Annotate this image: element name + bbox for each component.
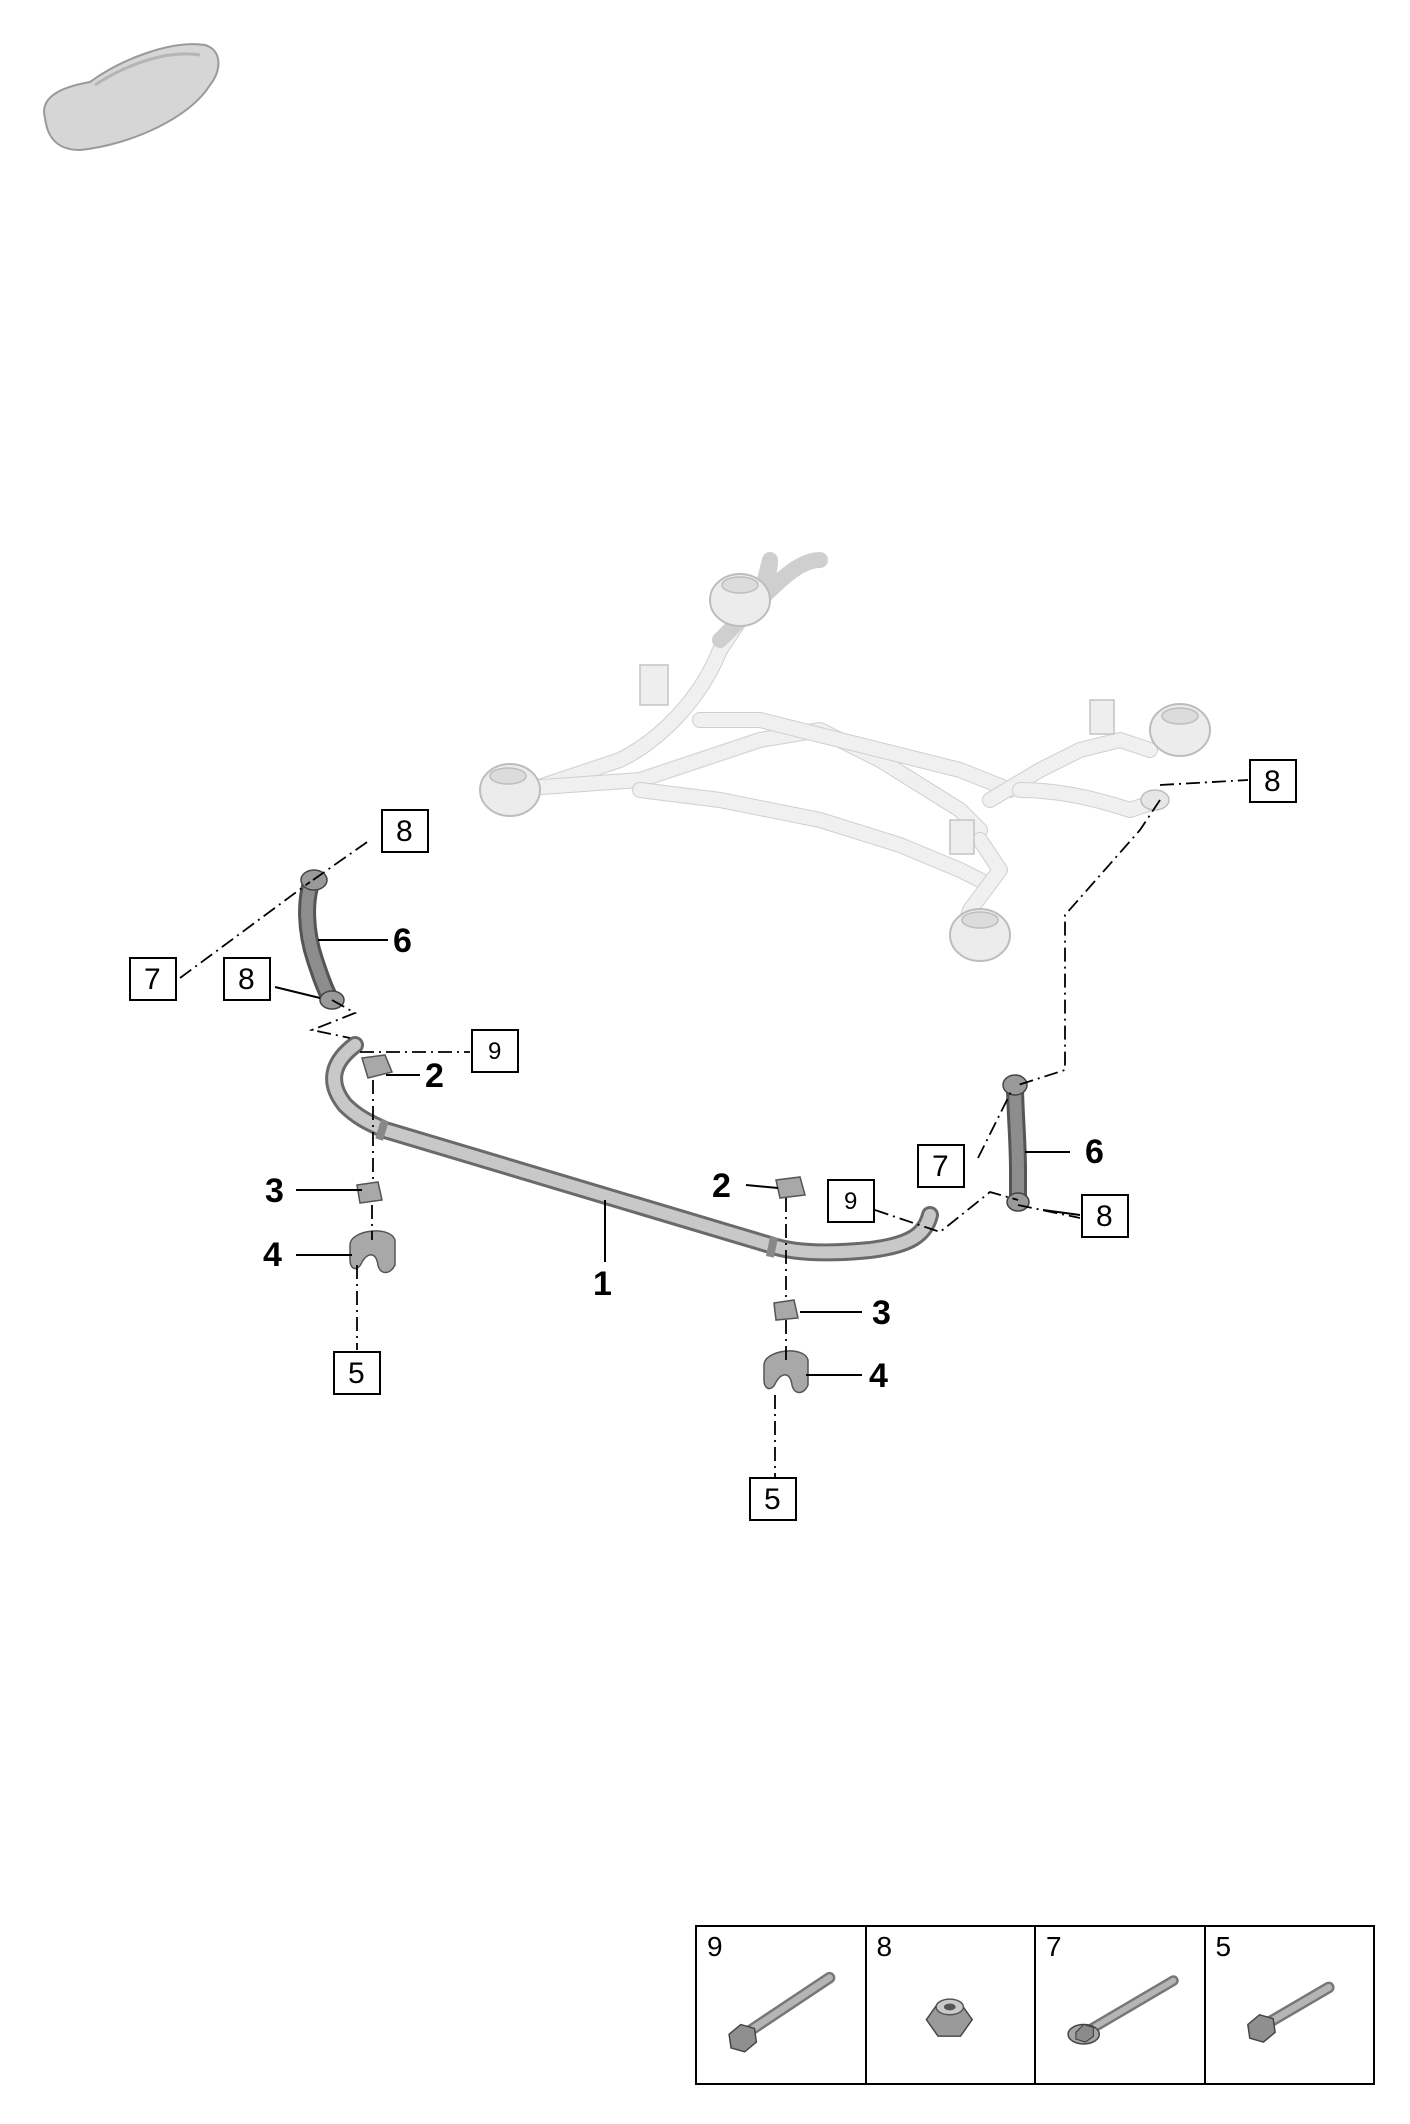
right-clamp [763,1350,809,1394]
legend-cell-9: 9 [697,1927,867,2083]
left-bushing-upper [361,1054,394,1079]
svg-text:8: 8 [1096,1200,1113,1233]
ref-box-7-left: 7 [129,957,177,1001]
ref-box-9-right: 9 [827,1179,875,1223]
callout-numbers: 1 2 2 3 3 4 4 6 6 [263,922,1104,1395]
callout-3-right: 3 [872,1294,891,1332]
ref-box-7-right: 7 [917,1144,965,1188]
callout-1: 1 [593,1265,612,1303]
long-hex-bolt-icon [728,1971,836,2053]
legend-label: 7 [1046,1931,1062,1962]
legend-cell-5: 5 [1206,1927,1374,2083]
vehicle-thumbnail-icon [43,43,220,152]
callout-4-left: 4 [263,1236,282,1274]
assembly-lines [179,779,1249,1480]
callout-2-right: 2 [712,1167,731,1205]
svg-text:8: 8 [238,963,255,996]
svg-text:5: 5 [764,1483,781,1516]
leader-lines [274,939,1081,1376]
callout-3-left: 3 [265,1172,284,1210]
left-bushing-lower [356,1181,383,1204]
legend-label: 9 [707,1931,723,1962]
rear-subframe [479,552,1211,962]
ref-box-9-left: 9 [471,1029,519,1073]
ref-box-5-right: 5 [749,1477,797,1521]
callout-6-right: 6 [1085,1133,1104,1171]
flange-bolt-icon [1067,1975,1179,2045]
legend-label: 5 [1215,1931,1232,1962]
right-bushing-lower [773,1299,799,1321]
svg-text:7: 7 [932,1150,949,1183]
callout-4-right: 4 [869,1357,888,1395]
hex-nut-icon [924,1998,973,2037]
ref-box-8-top-left: 8 [381,809,429,853]
legend-label: 8 [876,1931,893,1962]
stabilizer-bar [325,1036,939,1262]
svg-text:8: 8 [1264,765,1281,798]
legend-cell-7: 7 [1036,1927,1206,2083]
left-drop-link [298,869,345,1010]
ref-box-8-left: 8 [223,957,271,1001]
boxed-references: 8 7 8 9 5 8 7 9 [129,759,1297,1521]
ref-box-8-top-right: 8 [1249,759,1297,803]
legend-cell-8: 8 [867,1927,1036,2083]
svg-text:9: 9 [488,1038,501,1065]
fastener-legend: 9 8 7 5 [695,1925,1375,2085]
callout-2-left: 2 [425,1057,444,1095]
svg-text:5: 5 [348,1357,365,1390]
ref-box-5-left: 5 [333,1351,381,1395]
short-hex-bolt-icon [1246,1981,1335,2043]
callout-6-left: 6 [393,922,412,960]
right-drop-link [1002,1074,1030,1212]
svg-text:8: 8 [396,815,413,848]
ref-box-8-right: 8 [1081,1194,1129,1238]
right-bushing-upper [775,1176,806,1199]
svg-text:7: 7 [144,963,161,996]
svg-text:9: 9 [844,1188,857,1215]
